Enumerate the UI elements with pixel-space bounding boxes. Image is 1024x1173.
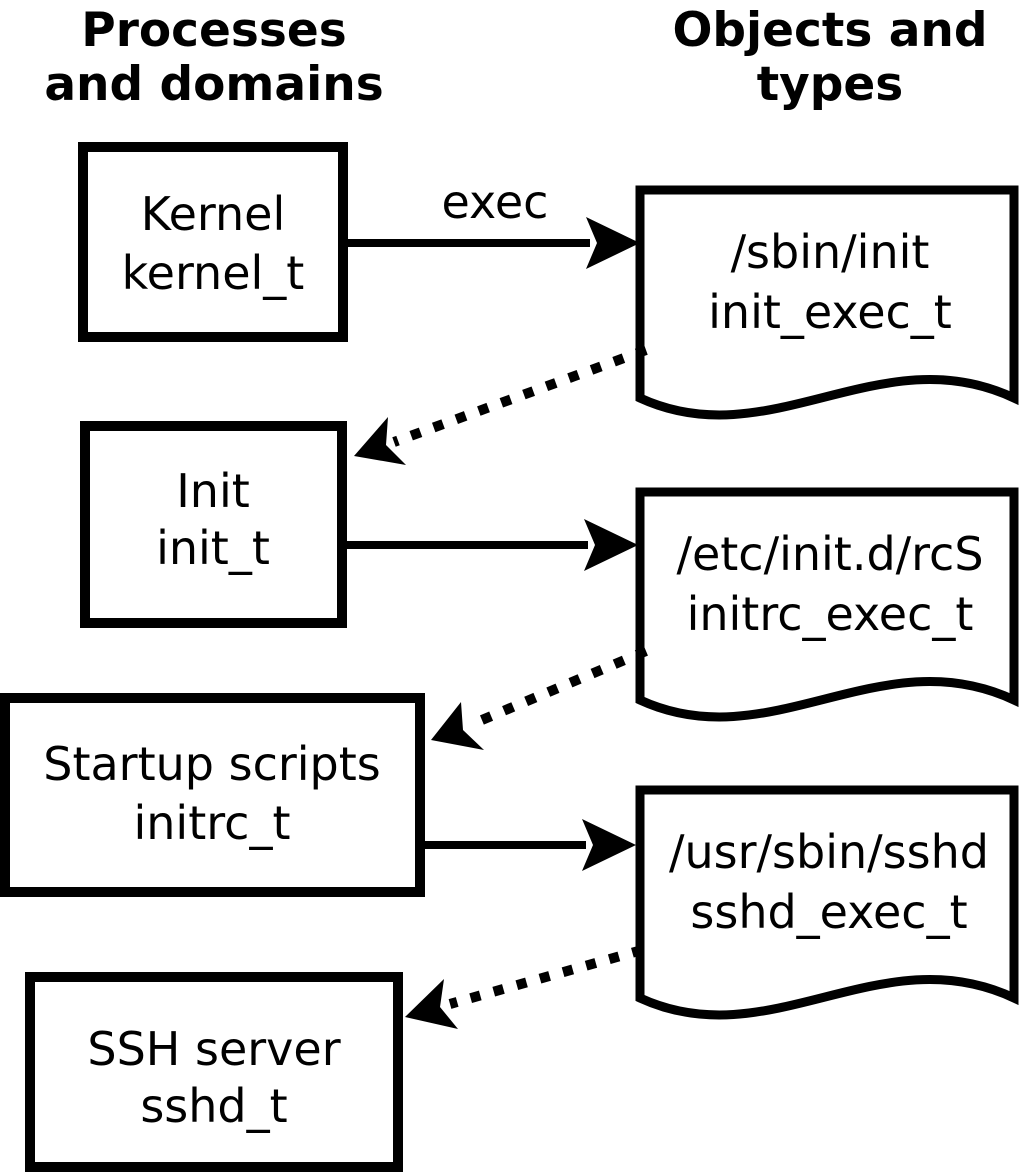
sbin-init-document-label: /sbin/init bbox=[731, 225, 930, 279]
usr-sbin-sshd-document-label: /usr/sbin/sshd bbox=[669, 825, 989, 879]
transition-arrowhead-init bbox=[354, 417, 406, 465]
right-column-header-line1: Objects and bbox=[672, 3, 987, 58]
exec-arrow-kernel-to-sbin-init bbox=[348, 217, 640, 269]
kernel-box-type: kernel_t bbox=[122, 246, 305, 300]
exec-arrowhead-initrc bbox=[582, 819, 636, 871]
sbin-init-document-type: init_exec_t bbox=[708, 285, 952, 339]
transition-arrowhead-initrc bbox=[431, 702, 484, 750]
kernel-box-label: Kernel bbox=[141, 187, 286, 241]
startup-scripts-box-label: Startup scripts bbox=[43, 737, 381, 791]
exec-arrow-initrc-to-sshd bbox=[425, 819, 636, 871]
etc-init-d-rcs-document-type: initrc_exec_t bbox=[687, 587, 974, 641]
exec-arrow-init-to-rcs bbox=[345, 519, 638, 571]
right-column-header-line2: types bbox=[757, 57, 904, 112]
transition-arrow-init-exec-to-init bbox=[354, 345, 648, 465]
init-box bbox=[80, 421, 347, 628]
etc-init-d-rcs-document bbox=[635, 487, 1019, 722]
ssh-server-box-label: SSH server bbox=[87, 1022, 340, 1076]
transition-arrow-initrc-exec-to-initrc bbox=[431, 646, 648, 750]
exec-arrowhead-kernel bbox=[586, 217, 640, 269]
exec-arrowhead-init bbox=[584, 519, 638, 571]
startup-scripts-box-type: initrc_t bbox=[134, 796, 291, 850]
usr-sbin-sshd-document bbox=[635, 785, 1019, 1020]
kernel-box bbox=[78, 142, 348, 342]
init-box-label: Init bbox=[176, 464, 250, 518]
transition-arrow-initrc-line bbox=[468, 646, 648, 730]
ssh-server-box-type: sshd_t bbox=[140, 1079, 287, 1133]
init-box-type: init_t bbox=[156, 521, 270, 575]
exec-arrow-label: exec bbox=[442, 175, 549, 229]
transition-arrow-sshd-exec-to-sshd bbox=[405, 945, 644, 1029]
left-column-header-line1: Processes bbox=[81, 3, 346, 58]
sbin-init-document bbox=[635, 185, 1019, 420]
ssh-server-box bbox=[25, 972, 403, 1172]
transition-arrow-sshd-line bbox=[448, 945, 644, 1009]
transition-arrow-init-line bbox=[392, 345, 648, 447]
startup-scripts-box bbox=[0, 693, 425, 897]
usr-sbin-sshd-document-type: sshd_exec_t bbox=[690, 885, 967, 939]
etc-init-d-rcs-document-label: /etc/init.d/rcS bbox=[676, 527, 983, 581]
transition-arrowhead-sshd bbox=[405, 979, 458, 1029]
left-column-header-line2: and domains bbox=[44, 57, 383, 112]
